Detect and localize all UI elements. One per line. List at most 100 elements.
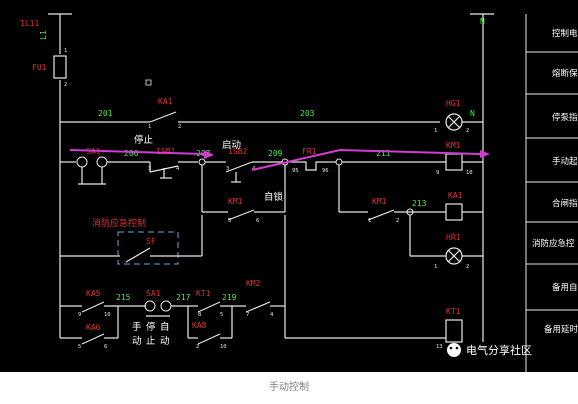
node-206: 206 — [124, 149, 139, 158]
panel-item-6: 备用自 — [552, 282, 578, 293]
annotation-stop3: 止 — [146, 335, 156, 347]
annotation-start: 启动 — [222, 139, 241, 151]
pin-km1-9: 9 — [436, 170, 439, 176]
sf-contact — [125, 247, 151, 263]
label-ka8: KA8 — [192, 321, 207, 330]
pin-ka1-1: 1 — [148, 124, 151, 130]
sf-box — [117, 231, 179, 265]
schematic-diagram: 1L11 L1 N FU1 1 2 201 KA1 203 N HG1 SA1 … — [0, 0, 578, 372]
lamp-hg1-x2 — [447, 115, 461, 129]
pin-fr1-95: 95 — [292, 168, 299, 174]
panel-item-3: 手动起 — [552, 156, 578, 167]
pin-sb2-3: 3 — [226, 166, 229, 172]
label-ka1-top: KA1 — [158, 97, 173, 106]
node-211a-dot — [335, 158, 343, 166]
label-km1-hold: KM1 — [372, 197, 387, 206]
label-km1-coil: KM1 — [446, 141, 461, 150]
pin-km2-4: 4 — [270, 312, 274, 318]
watermark-text: 电气分享社区 — [466, 343, 532, 357]
left-rail-sub: L1 — [39, 30, 48, 40]
ka6-contact — [81, 333, 105, 345]
sa1-knob-b — [96, 156, 108, 168]
annotation-manual2: 动 — [132, 336, 142, 347]
sa2-knob-a — [144, 300, 156, 312]
pin-ka8-10: 10 — [220, 344, 227, 350]
annotation-auto2: 动 — [160, 336, 170, 347]
pin-ka6-6: 6 — [104, 344, 107, 350]
ka8-contact — [197, 333, 221, 345]
sa2-knob-b — [160, 300, 172, 312]
fuse-pin-top: 1 — [64, 48, 67, 54]
pin-kt1-5: 5 — [220, 312, 223, 318]
label-hg1: HG1 — [446, 99, 461, 108]
panel-item-2: 停泵指 — [552, 112, 578, 123]
kt1-contact — [197, 301, 221, 313]
panel-item-5: 消防应急控 — [532, 238, 575, 249]
pin-kt1-8: 8 — [198, 312, 201, 318]
left-rail-label: 1L11 — [20, 19, 39, 28]
sb2-contact — [225, 161, 253, 173]
fuse-fu1 — [53, 55, 67, 79]
sa1-knob-a — [76, 156, 88, 168]
node-217: 217 — [176, 293, 191, 302]
label-km1-self: KM1 — [228, 197, 243, 206]
right-rail-label: N — [480, 17, 485, 26]
flow-arrow-2 — [251, 148, 481, 171]
label-fr1: FR1 — [302, 147, 317, 156]
node-215: 215 — [116, 293, 131, 302]
pin-ka6-5: 5 — [78, 344, 81, 350]
flow-arrow-2-head — [480, 150, 490, 158]
pin-km1s-6: 6 — [256, 218, 259, 224]
watermark-icon-eye-a — [449, 346, 453, 350]
label-ka5: KA5 — [86, 289, 101, 298]
ka1-contact — [149, 111, 177, 123]
pin-sb1-4: 4 — [176, 166, 180, 172]
label-kt1: KT1 — [196, 289, 211, 298]
label-sa2: SA1 — [146, 289, 161, 298]
pin-ka5-9: 9 — [78, 312, 81, 318]
watermark-icon-eye-b — [455, 346, 459, 350]
annotation-stop: 停止 — [134, 134, 154, 146]
annotation-stop2: 停 — [146, 321, 156, 333]
label-km2: KM2 — [246, 279, 261, 288]
km1-hold-contact — [367, 209, 395, 221]
panel-item-0: 控制电 — [552, 28, 578, 39]
fuse-pin-bot: 2 — [64, 82, 67, 88]
annotation-manual: 手 — [132, 321, 142, 333]
annotation-self-lock: 自锁 — [264, 191, 284, 203]
lamp-hr1-x2 — [447, 249, 461, 263]
label-1sb2: 1SB2 — [228, 147, 247, 156]
pin-ka1-2: 2 — [178, 124, 181, 130]
pin-hr1-2: 2 — [466, 264, 469, 270]
pin-hr1-1: 1 — [434, 264, 437, 270]
panel-item-1: 熔断保 — [552, 68, 578, 79]
annotation-auto: 自 — [160, 321, 170, 333]
km2-contact — [245, 301, 271, 313]
small-marker — [145, 79, 152, 86]
flow-arrow-1-head — [204, 150, 214, 159]
figure-caption: 手动控制 — [269, 382, 309, 393]
pin-km1-10: 10 — [466, 170, 473, 176]
coil-kt1 — [445, 319, 463, 343]
node-219: 219 — [222, 293, 237, 302]
label-kt1-coil: KT1 — [446, 307, 461, 316]
pin-km2-7: 7 — [246, 312, 249, 318]
label-1sb1: 1SB1 — [156, 147, 175, 156]
pin-km1h-1: 1 — [368, 218, 371, 224]
node-213: 213 — [412, 199, 427, 208]
watermark-icon — [447, 343, 461, 357]
km1-self-contact — [227, 209, 255, 221]
pin-hg1-1: 1 — [434, 128, 437, 134]
coil-ka1 — [445, 203, 463, 221]
annotation-fire: 消防应急控制 — [92, 217, 146, 229]
pin-fr1-96: 96 — [322, 168, 329, 174]
pin-ka5-10: 10 — [104, 312, 111, 318]
fr1-contact — [300, 161, 326, 171]
label-sf: SF — [146, 237, 156, 246]
node-n: N — [470, 109, 475, 118]
pin-km1h-2: 2 — [396, 218, 399, 224]
flow-arrow-1 — [69, 149, 205, 155]
panel-item-7: 备用延时 — [544, 324, 578, 335]
node-207-dot — [198, 158, 206, 166]
fuse-label: FU1 — [32, 63, 47, 72]
